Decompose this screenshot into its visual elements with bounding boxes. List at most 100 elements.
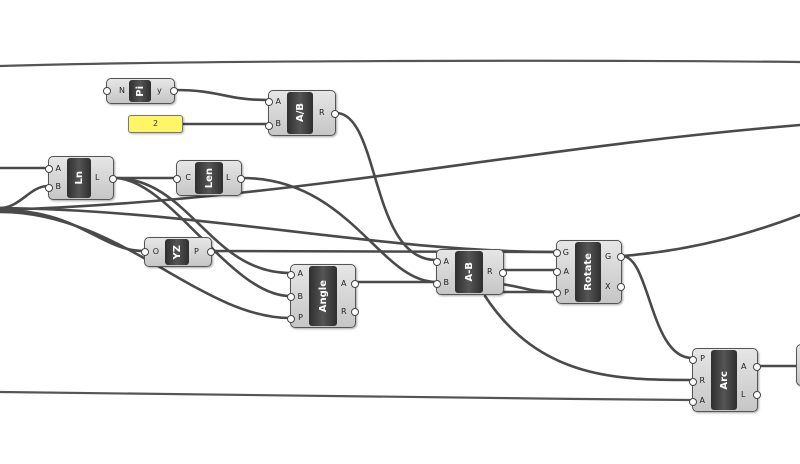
arc-input-r: R: [699, 376, 705, 385]
sub-label: A-B: [463, 262, 475, 282]
wire-rotate-to-right: [620, 213, 800, 258]
rotate-label: Rotate: [582, 253, 594, 291]
group-frame-top: [0, 59, 800, 68]
pi-label: Pi: [134, 85, 146, 97]
arc-input-a: A: [699, 396, 705, 405]
rotate-core[interactable]: Rotate: [575, 242, 601, 302]
angle-input-b-grip[interactable]: [287, 293, 295, 301]
div-input-b: B: [275, 119, 282, 128]
angle-output-a: A: [341, 279, 347, 288]
angle-input-p-grip[interactable]: [287, 315, 295, 323]
angle-input-a: A: [297, 269, 303, 278]
ln-label: Ln: [73, 171, 85, 185]
yz-plane-component[interactable]: O YZ P: [141, 237, 215, 267]
div-core[interactable]: A/B: [287, 92, 313, 134]
yz-output-grip[interactable]: [207, 248, 215, 256]
wire-yz-to-rotate: [208, 249, 558, 254]
sub-input-b: B: [443, 278, 450, 287]
ln-core[interactable]: Ln: [67, 158, 91, 198]
wire-sub-to-arc-r: [483, 294, 694, 382]
wire-ln-to-angle-a: [112, 176, 292, 275]
sub-output-r: R: [487, 267, 493, 276]
line-component[interactable]: A B Ln L: [45, 156, 117, 200]
wire-left-to-ln-b: [0, 184, 50, 210]
sub-input-b-grip[interactable]: [433, 280, 441, 288]
angle-output-r-grip[interactable]: [351, 308, 359, 316]
angle-label: Angle: [317, 279, 329, 313]
rotate-input-a: A: [563, 267, 569, 276]
angle-core[interactable]: Angle: [309, 266, 337, 326]
rotate-input-g-grip[interactable]: [553, 249, 561, 257]
length-component[interactable]: C Len L: [173, 160, 245, 196]
division-component[interactable]: A B A/B R: [265, 90, 339, 136]
arc-output-a: A: [741, 362, 747, 371]
arc-component[interactable]: P R A Arc A L: [689, 348, 761, 412]
offscreen-component[interactable]: [796, 344, 800, 386]
ln-input-a: A: [55, 164, 61, 173]
div-label: A/B: [294, 103, 306, 123]
len-output-l: L: [226, 173, 231, 182]
div-output-grip[interactable]: [331, 110, 339, 118]
len-core[interactable]: Len: [195, 162, 223, 194]
number-panel[interactable]: 2: [128, 115, 183, 133]
sub-input-a-grip[interactable]: [433, 258, 441, 266]
wire-div-to-sub: [334, 111, 438, 262]
angle-input-b: B: [297, 292, 304, 301]
wire-left-to-right: [0, 123, 800, 212]
div-output-r: R: [319, 108, 325, 117]
group-frame-bottom: [0, 390, 692, 402]
pi-input-n: N: [119, 86, 125, 95]
yz-output-p: P: [194, 247, 199, 256]
div-input-a-grip[interactable]: [265, 98, 273, 106]
len-output-grip[interactable]: [237, 175, 245, 183]
angle-component[interactable]: A B P Angle A R: [287, 264, 359, 328]
ln-output-l: L: [95, 173, 100, 182]
ln-input-a-grip[interactable]: [45, 165, 53, 173]
arc-label: Arc: [718, 370, 730, 390]
pi-input-grip[interactable]: [103, 87, 111, 95]
pi-component[interactable]: N Pi y: [103, 78, 178, 104]
yz-input-grip[interactable]: [141, 248, 149, 256]
ln-input-b-grip[interactable]: [45, 184, 53, 192]
div-input-b-grip[interactable]: [265, 122, 273, 130]
yz-core[interactable]: YZ: [165, 239, 189, 265]
angle-output-a-grip[interactable]: [351, 280, 359, 288]
yz-label: YZ: [171, 244, 183, 260]
arc-input-a-grip[interactable]: [689, 398, 697, 406]
sub-core[interactable]: A-B: [455, 251, 483, 293]
arc-output-a-grip[interactable]: [753, 363, 761, 371]
wire-pi-to-div: [173, 88, 270, 102]
rotate-component[interactable]: G A P Rotate G X: [553, 240, 625, 304]
len-label: Len: [203, 167, 215, 189]
rotate-input-p: P: [564, 288, 569, 297]
len-input-c: C: [185, 173, 191, 182]
yz-input-o: O: [152, 247, 159, 256]
arc-input-r-grip[interactable]: [689, 378, 697, 386]
arc-output-l: L: [741, 390, 746, 399]
pi-output-y: y: [157, 86, 162, 95]
rotate-input-p-grip[interactable]: [553, 289, 561, 297]
rotate-output-x-grip[interactable]: [617, 283, 625, 291]
arc-core[interactable]: Arc: [711, 350, 737, 410]
rotate-input-a-grip[interactable]: [553, 268, 561, 276]
angle-output-r: R: [341, 307, 347, 316]
rotate-output-g-grip[interactable]: [617, 253, 625, 261]
rotate-input-g: G: [562, 248, 569, 257]
sub-output-grip[interactable]: [499, 269, 507, 277]
arc-output-l-grip[interactable]: [753, 391, 761, 399]
sub-input-a: A: [443, 257, 449, 266]
ln-output-grip[interactable]: [109, 175, 117, 183]
arc-input-p: P: [700, 354, 705, 363]
wire-len-to-sub: [240, 176, 438, 284]
rotate-output-g: G: [605, 252, 612, 261]
subtraction-component[interactable]: A B A-B R: [433, 249, 507, 295]
pi-core[interactable]: Pi: [129, 80, 151, 102]
wire-left-to-yz: [0, 208, 146, 253]
arc-input-p-grip[interactable]: [689, 356, 697, 364]
angle-input-p: P: [298, 313, 303, 322]
angle-input-a-grip[interactable]: [287, 271, 295, 279]
pi-output-grip[interactable]: [170, 87, 178, 95]
len-input-grip[interactable]: [173, 175, 181, 183]
